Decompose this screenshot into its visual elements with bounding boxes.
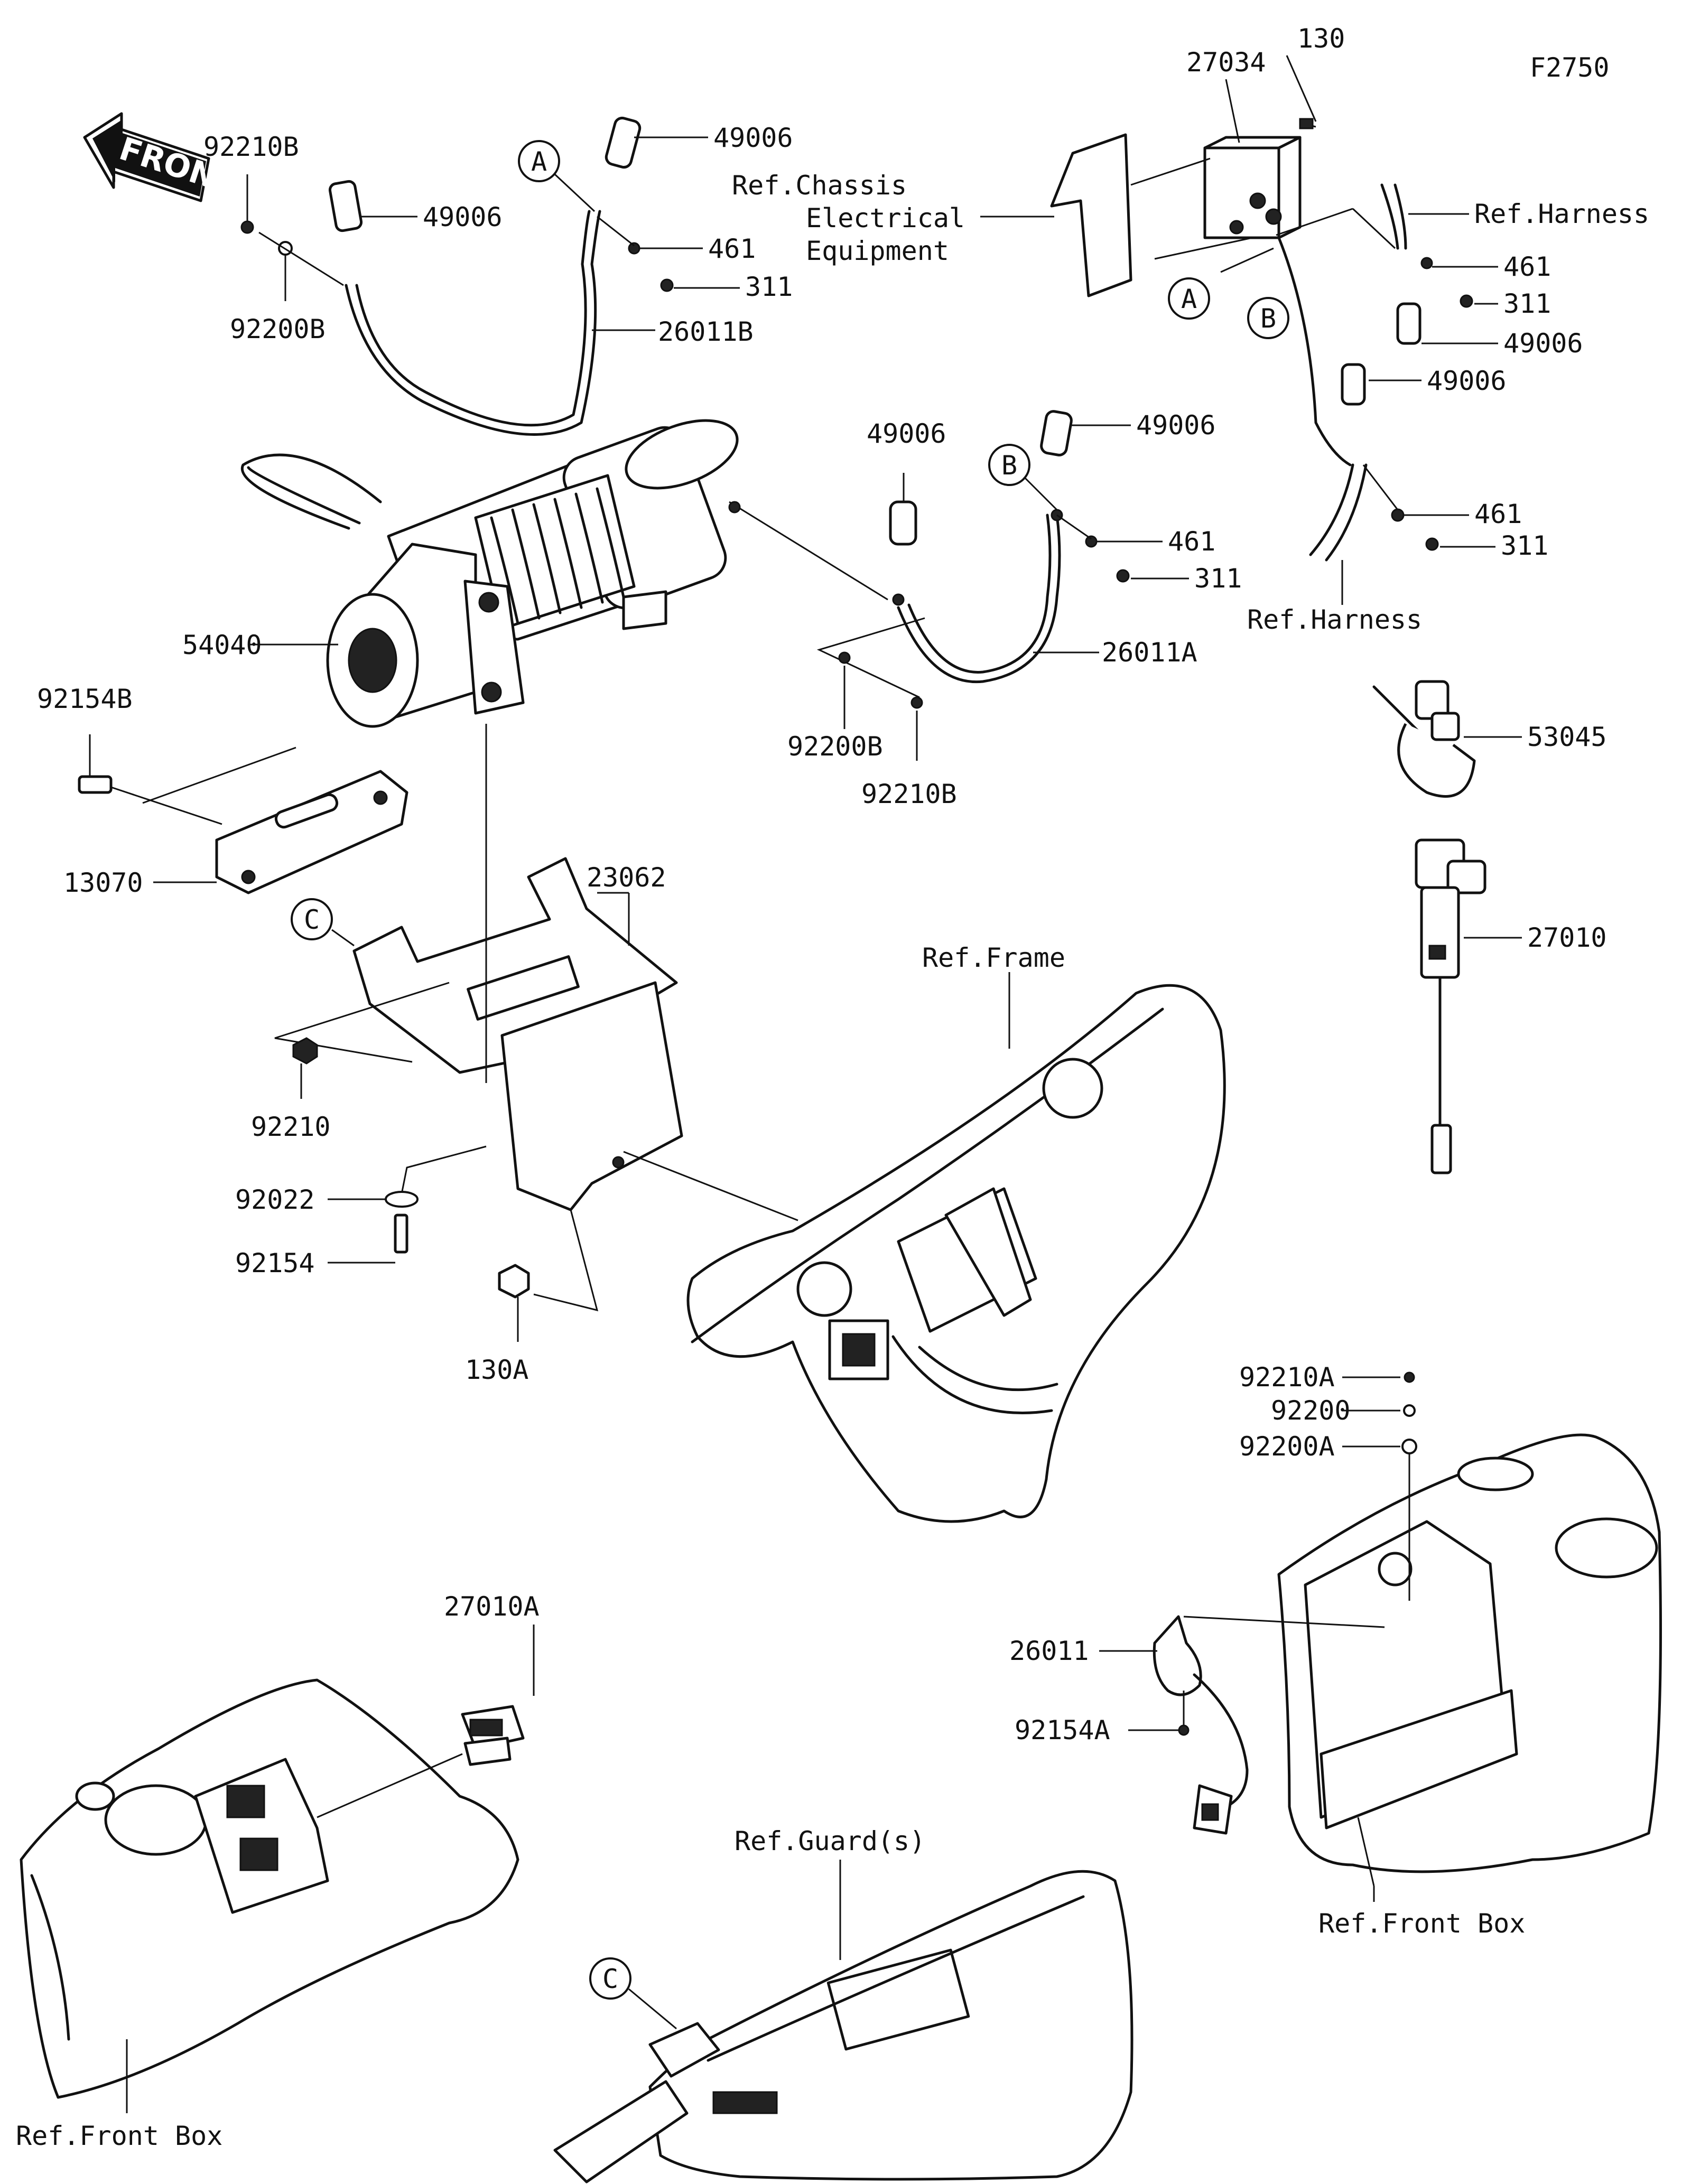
label-311-top: 311 [1503, 288, 1551, 319]
label-92210: 92210 [251, 1112, 331, 1142]
callout-b-solenoid [1247, 297, 1289, 339]
label-311-mid: 311 [1194, 563, 1242, 594]
label-92210B-top: 92210B [203, 132, 299, 162]
label-26011B: 26011B [658, 316, 754, 347]
guard [553, 1870, 1133, 2183]
ref-harness-top: Ref.Harness [1474, 199, 1649, 229]
label-49006-mid: 49006 [867, 418, 946, 449]
ref-harness-mid: Ref.Harness [1247, 604, 1422, 635]
label-92200A: 92200A [1239, 1431, 1335, 1462]
label-92022: 92022 [235, 1184, 315, 1215]
callout-a-cable-letter: A [531, 146, 547, 177]
front-box-left [20, 1678, 519, 2099]
callout-a-solenoid [1168, 277, 1210, 320]
label-92154A: 92154A [1015, 1715, 1110, 1746]
label-130: 130 [1297, 23, 1345, 54]
label-49006-mid-right: 49006 [1136, 410, 1216, 441]
callout-b-cable [988, 444, 1030, 486]
winch-solenoid-27034 [1050, 133, 1302, 297]
label-23062: 23062 [587, 862, 666, 893]
figure-code: F2750 [1530, 52, 1610, 83]
label-311-r: 311 [1501, 530, 1548, 561]
label-26011A: 26011A [1102, 637, 1197, 668]
ref-front-box-left: Ref.Front Box [16, 2121, 222, 2151]
ref-chassis-line1: Ref.Chassis [732, 170, 907, 201]
label-461-mid: 461 [1168, 526, 1215, 557]
label-461-top: 461 [1503, 251, 1551, 282]
label-49006-top-left: 49006 [423, 202, 503, 232]
ref-guards: Ref.Guard(s) [735, 1826, 925, 1856]
label-461-top-center: 461 [708, 234, 756, 264]
ref-front-box-right: Ref.Front Box [1318, 1908, 1525, 1939]
callout-b-letter: B [1260, 303, 1276, 334]
label-26011: 26011 [1009, 1636, 1089, 1666]
switch-27010A [461, 1705, 525, 1766]
callout-a-cable [518, 140, 560, 182]
label-49006-tr: 49006 [1503, 328, 1583, 359]
callout-b-cable-letter: B [1001, 450, 1017, 481]
fairlead-13070 [215, 770, 408, 894]
label-92200: 92200 [1271, 1395, 1351, 1426]
callout-c-guard [589, 1957, 631, 2000]
label-92200B-mid: 92200B [787, 731, 883, 762]
hook-53045 [1372, 680, 1476, 798]
callout-a-letter: A [1181, 284, 1197, 314]
ref-frame: Ref.Frame [922, 942, 1065, 973]
label-92210B-mid: 92210B [861, 779, 957, 809]
label-54040: 54040 [182, 630, 262, 660]
label-92200B-top: 92200B [230, 314, 326, 344]
ref-chassis-line3: Equipment [806, 236, 949, 266]
front-box-right [1277, 1433, 1662, 1873]
hook-strap-27010 [1415, 838, 1486, 1174]
winch-mount-23062 [352, 857, 683, 1211]
label-49006-top-center: 49006 [713, 123, 793, 153]
label-92210A: 92210A [1239, 1362, 1335, 1393]
ref-chassis-line2: Electrical [806, 203, 965, 234]
label-92154: 92154 [235, 1248, 315, 1278]
callout-c-fairlead [291, 898, 333, 940]
label-13070: 13070 [63, 867, 143, 898]
label-311-top-center: 311 [745, 272, 793, 302]
callout-c-guard-letter: C [602, 1964, 618, 1994]
label-53045: 53045 [1527, 722, 1607, 752]
switch-26011 [1153, 1615, 1249, 1835]
frame [686, 984, 1226, 1523]
label-461-r: 461 [1474, 499, 1522, 529]
label-130A: 130A [465, 1355, 528, 1385]
label-27034: 27034 [1186, 47, 1266, 78]
label-27010: 27010 [1527, 922, 1607, 953]
winch-54040 [240, 419, 739, 728]
callout-c-fairlead-letter: C [304, 904, 320, 935]
label-92154B: 92154B [37, 684, 133, 714]
label-49006-r2: 49006 [1427, 366, 1507, 396]
label-27010A: 27010A [444, 1591, 540, 1622]
